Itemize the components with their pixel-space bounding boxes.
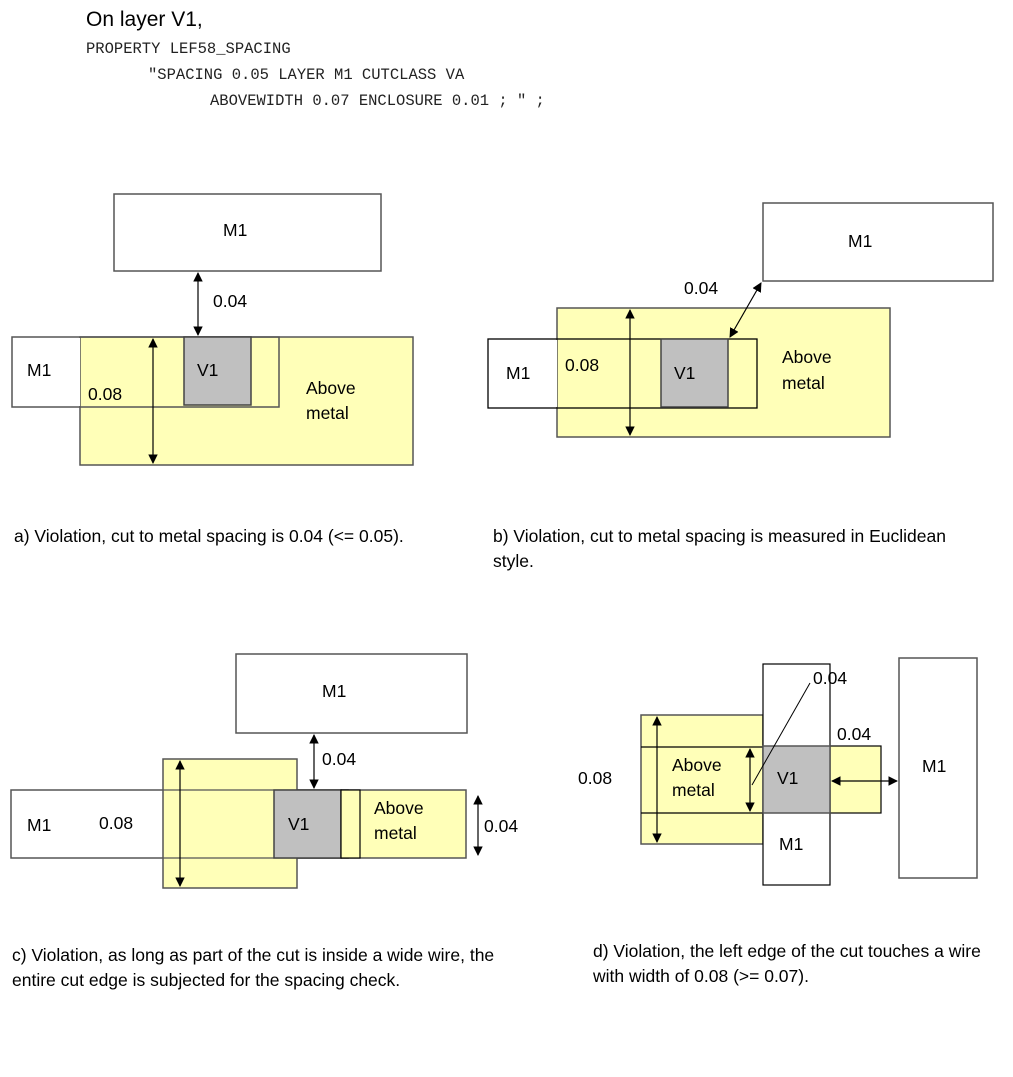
cut-extension [340, 789, 361, 859]
panel-a: M1 0.04 M1 V1 0.08 Above metal [11, 193, 414, 466]
label-metal: metal [374, 823, 417, 843]
label-metal: metal [306, 403, 349, 423]
code-line-2: "SPACING 0.05 LAYER M1 CUTCLASS VA [148, 66, 465, 84]
label-v1: V1 [288, 814, 309, 834]
label-v1: V1 [197, 360, 218, 380]
panel-d: 0.04 0.04 0.08 Above metal V1 M1 M1 [578, 657, 978, 886]
label-width: 0.08 [88, 384, 122, 404]
label-above: Above [306, 378, 356, 398]
m1-left-wire [11, 336, 280, 408]
panel-c: M1 0.04 M1 0.08 V1 Above metal 0.04 [10, 653, 518, 889]
label-metal: metal [782, 373, 825, 393]
label-spacing: 0.04 [213, 291, 247, 311]
label-metal: metal [672, 780, 715, 800]
label-width-small: 0.04 [813, 668, 847, 688]
cut-v1 [660, 338, 729, 408]
cut-v1 [762, 745, 831, 814]
m1-top-wire [762, 202, 994, 282]
m1-top-wire [113, 193, 382, 272]
label-width: 0.08 [565, 355, 599, 375]
label-m1-left: M1 [27, 360, 51, 380]
caption-d: d) Violation, the left edge of the cut t… [593, 941, 981, 986]
caption-c: c) Violation, as long as part of the cut… [12, 945, 495, 990]
euclidean-spacing-arrow [729, 282, 762, 338]
m1-left-fill [489, 340, 557, 407]
label-m1-right: M1 [922, 756, 946, 776]
m1-left-wire [487, 338, 758, 409]
caption-b: b) Violation, cut to metal spacing is me… [493, 526, 946, 571]
m1-top-wire [235, 653, 468, 734]
rule-title: On layer V1, [86, 8, 203, 31]
label-m1-left: M1 [506, 363, 530, 383]
label-m1-top: M1 [322, 681, 346, 701]
m1-left-fill [13, 338, 80, 406]
label-m1-top: M1 [223, 220, 247, 240]
label-m1-bottom: M1 [779, 834, 803, 854]
label-above: Above [374, 798, 424, 818]
caption-a: a) Violation, cut to metal spacing is 0.… [14, 526, 404, 546]
label-spacing: 0.04 [837, 724, 871, 744]
label-width2: 0.04 [484, 816, 518, 836]
code-line-1: PROPERTY LEF58_SPACING [86, 40, 291, 58]
label-above: Above [782, 347, 832, 367]
label-width: 0.08 [578, 768, 612, 788]
label-v1: V1 [674, 363, 695, 383]
label-spacing: 0.04 [322, 749, 356, 769]
above-metal-right [829, 745, 882, 814]
m1-right-wire [898, 657, 978, 879]
label-m1-left: M1 [27, 815, 51, 835]
label-width: 0.08 [99, 813, 133, 833]
label-m1-top: M1 [848, 231, 872, 251]
label-spacing: 0.04 [684, 278, 718, 298]
cut-v1 [183, 336, 252, 406]
panel-b: M1 0.04 M1 0.08 V1 Above metal [487, 202, 994, 438]
code-line-3: ABOVEWIDTH 0.07 ENCLOSURE 0.01 ; " ; [210, 92, 545, 110]
label-v1: V1 [777, 768, 798, 788]
leader-line [751, 682, 811, 786]
label-above: Above [672, 755, 722, 775]
